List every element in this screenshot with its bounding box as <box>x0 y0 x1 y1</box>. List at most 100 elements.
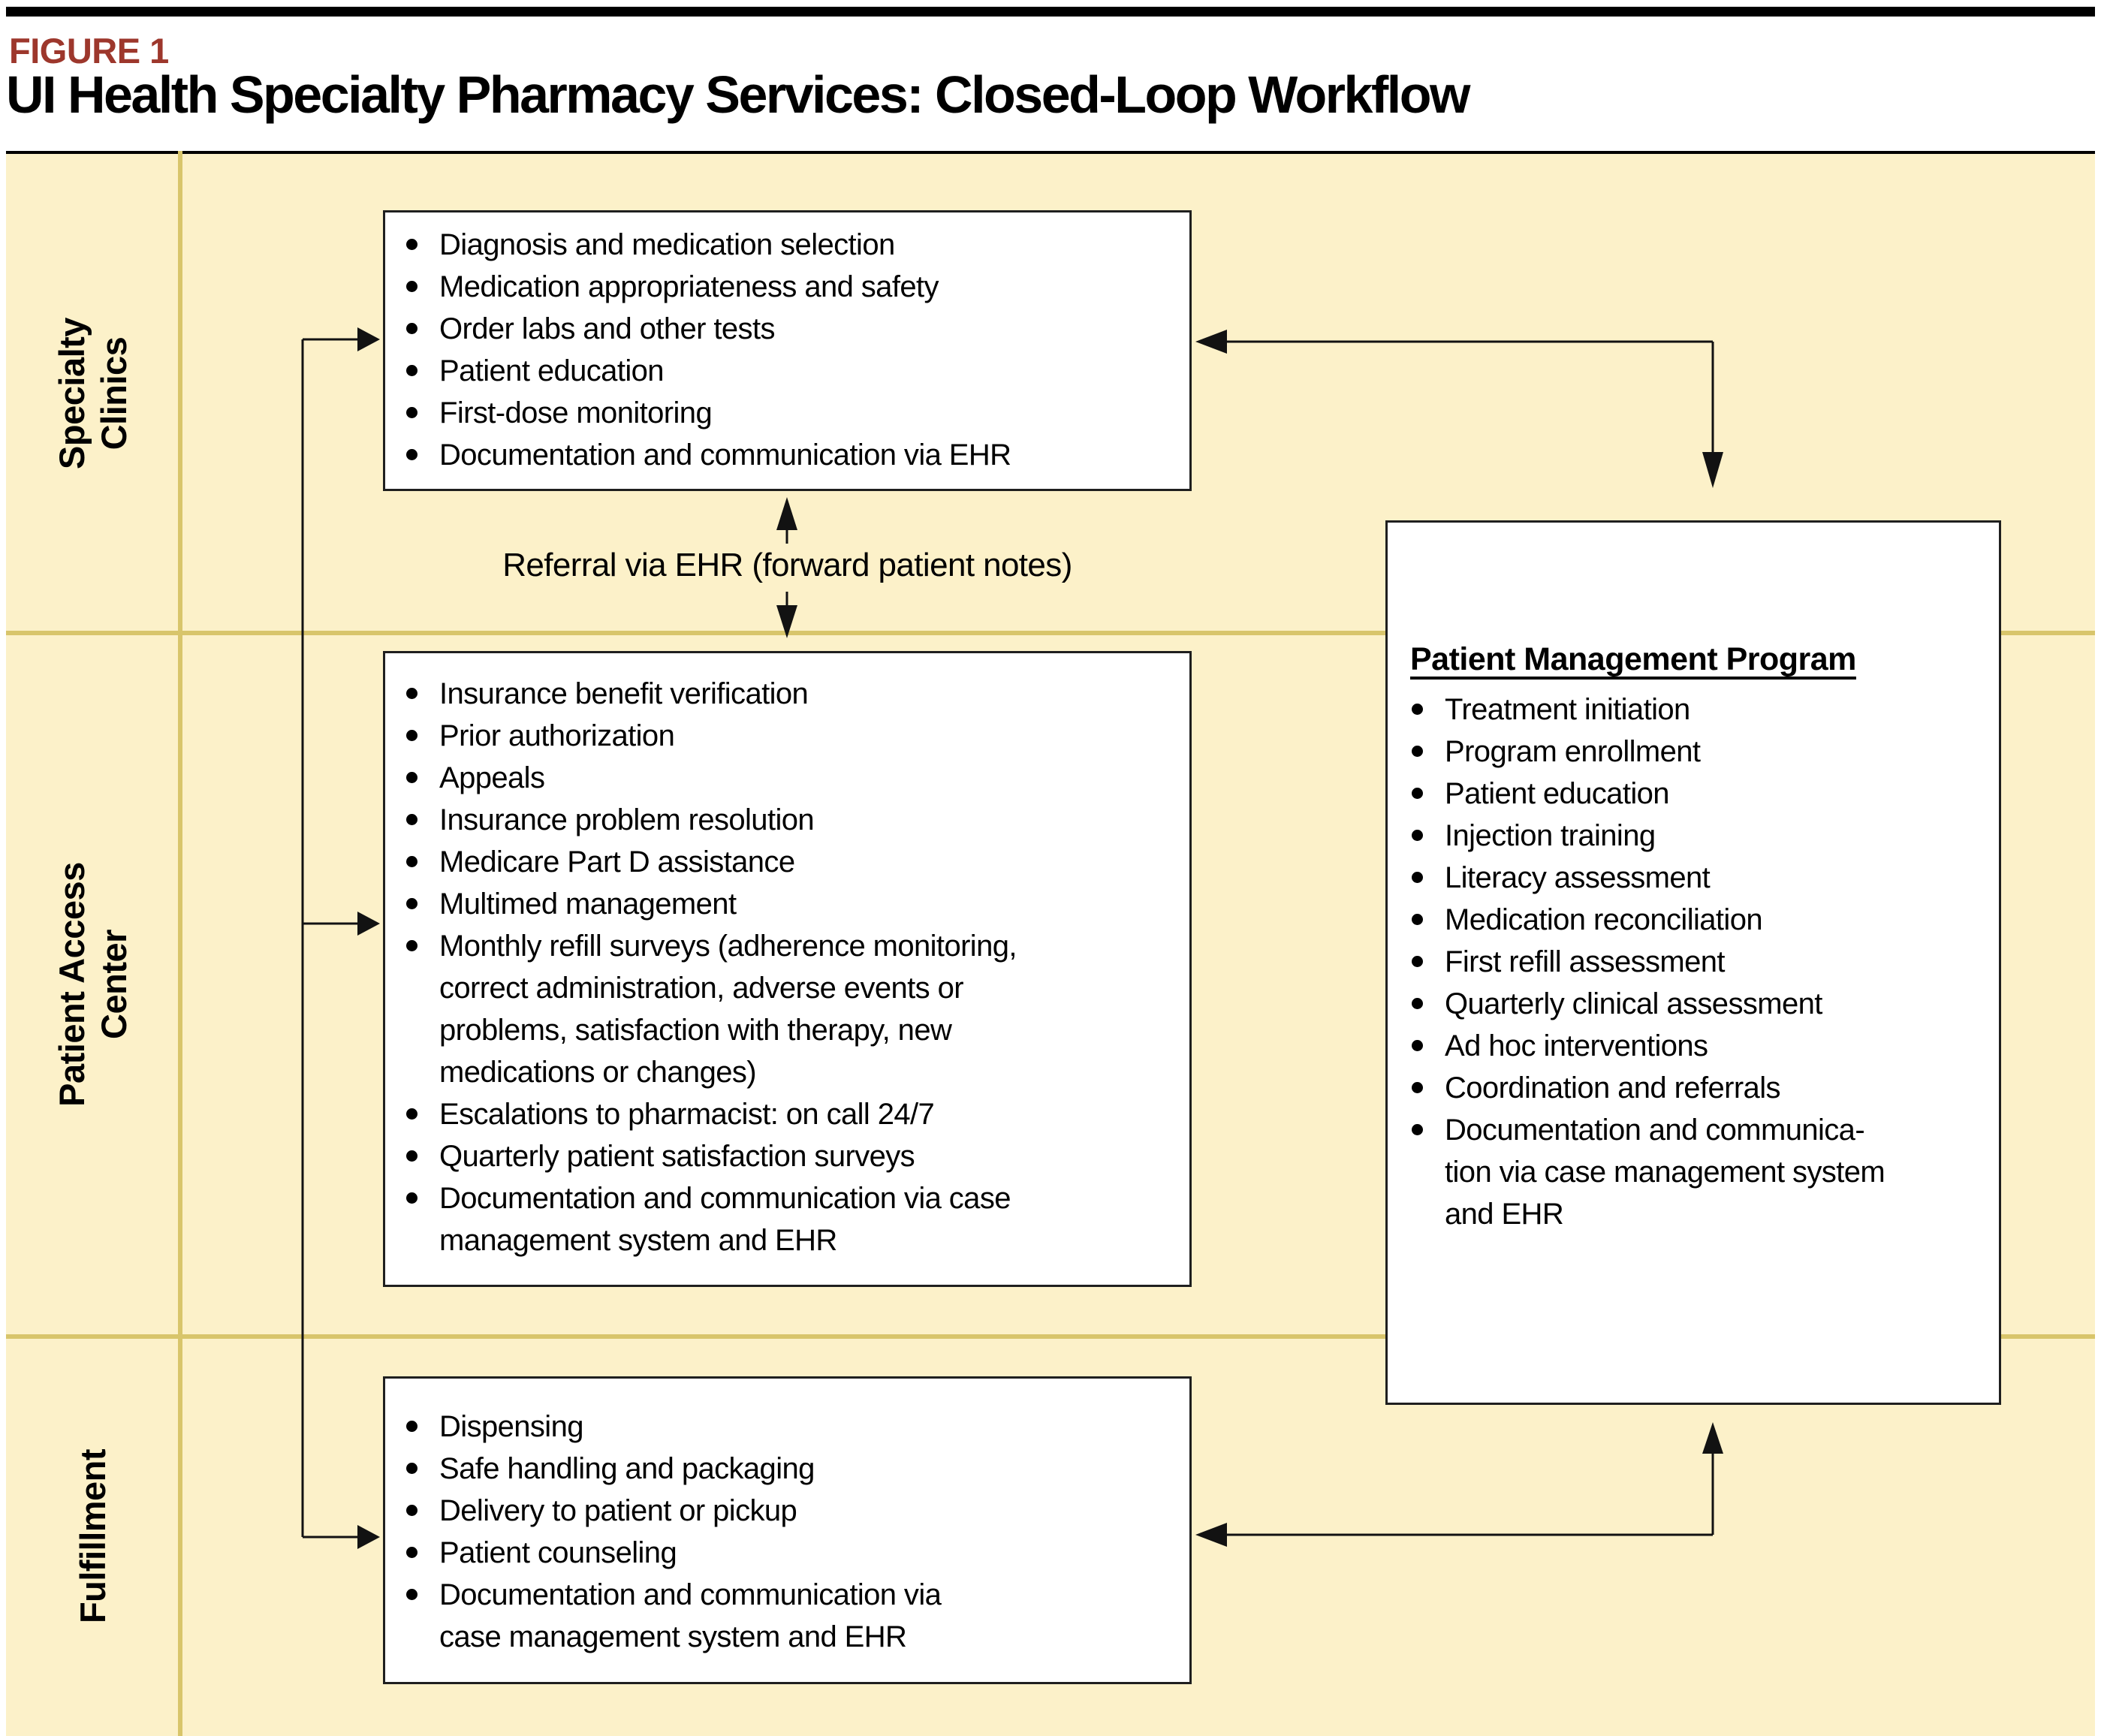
list-item: Patient education <box>1410 773 1987 815</box>
row-divider-specialty-access <box>6 631 2095 635</box>
list-item: Patient counseling <box>405 1532 1176 1574</box>
bullet-icon <box>1410 1109 1445 1235</box>
list-item-text: Dispensing <box>439 1410 584 1443</box>
figure-label: FIGURE 1 <box>9 31 169 71</box>
bullet-icon <box>405 757 439 799</box>
bullet-icon <box>1410 815 1445 857</box>
bullet-icon <box>405 1135 439 1177</box>
list-item: Medication appropriateness and safety <box>405 266 1176 308</box>
list-item-text: Monthly refill surveys (adherence monito… <box>439 930 1017 1089</box>
bullet-icon <box>405 1406 439 1448</box>
list-item-text: Order labs and other tests <box>439 312 775 345</box>
bullet-icon <box>1410 773 1445 815</box>
specialty-clinics-box: Diagnosis and medication selection Medic… <box>383 210 1192 491</box>
bullet-icon <box>1410 1067 1445 1109</box>
list-item: Multimed management <box>405 883 1176 925</box>
list-item: Order labs and other tests <box>405 308 1176 350</box>
bullet-icon <box>405 841 439 883</box>
list-item-text: Quarterly patient satisfaction surveys <box>439 1140 915 1173</box>
bullet-icon <box>405 883 439 925</box>
patient-management-program-heading: Patient Management Program <box>1410 641 1856 677</box>
list-item-text: Diagnosis and medication selection <box>439 228 895 261</box>
list-item: Documentation and communica- tion via ca… <box>1410 1109 1987 1235</box>
bullet-icon <box>1410 731 1445 773</box>
row-label-specialty-clinics: Specialty Clinics <box>52 318 134 469</box>
bullet-icon <box>1410 1025 1445 1067</box>
list-item: Safe handling and packaging <box>405 1448 1176 1490</box>
list-item: Injection training <box>1410 815 1987 857</box>
bullet-icon <box>405 266 439 308</box>
bullet-icon <box>405 925 439 1093</box>
list-item-text: Documentation and communication via EHR <box>439 439 1011 472</box>
label-column-divider <box>178 151 182 1736</box>
list-item: Coordination and referrals <box>1410 1067 1987 1109</box>
patient-access-center-list: Insurance benefit verification Prior aut… <box>405 673 1176 1261</box>
list-item-text: Program enrollment <box>1445 735 1701 768</box>
list-item: Escalations to pharmacist: on call 24/7 <box>405 1093 1176 1135</box>
list-item: Documentation and communication via case… <box>405 1177 1176 1261</box>
list-item-text: Safe handling and packaging <box>439 1452 815 1485</box>
bullet-icon <box>405 392 439 434</box>
bullet-icon <box>405 1093 439 1135</box>
bullet-icon <box>405 308 439 350</box>
list-item-text: Documentation and communication via case… <box>439 1578 942 1653</box>
list-item: Documentation and communication via EHR <box>405 434 1176 476</box>
row-label-fulfillment: Fulfillment <box>73 1448 113 1624</box>
list-item: Insurance benefit verification <box>405 673 1176 715</box>
list-item-text: Patient education <box>1445 777 1670 810</box>
list-item-text: Insurance problem resolution <box>439 803 815 836</box>
list-item-text: Medication reconciliation <box>1445 903 1763 936</box>
list-item: Insurance problem resolution <box>405 799 1176 841</box>
list-item-text: Treatment initiation <box>1445 693 1690 726</box>
list-item-text: Documentation and communication via case… <box>439 1182 1011 1257</box>
list-item: Patient education <box>405 350 1176 392</box>
list-item-text: Coordination and referrals <box>1445 1071 1780 1105</box>
list-item-text: Insurance benefit verification <box>439 677 809 710</box>
list-item-text: Prior authorization <box>439 719 675 752</box>
list-item: Appeals <box>405 757 1176 799</box>
list-item: Prior authorization <box>405 715 1176 757</box>
list-item: Quarterly clinical assessment <box>1410 983 1987 1025</box>
list-item: Medication reconciliation <box>1410 899 1987 941</box>
list-item-text: Ad hoc interventions <box>1445 1029 1708 1062</box>
list-item-text: Appeals <box>439 761 545 794</box>
list-item: Documentation and communication via case… <box>405 1574 1176 1658</box>
list-item-text: Patient education <box>439 354 665 387</box>
bullet-icon <box>405 224 439 266</box>
bullet-icon <box>1410 689 1445 731</box>
row-label-patient-access-center: Patient Access Center <box>52 862 134 1107</box>
list-item-text: Multimed management <box>439 888 737 921</box>
list-item: Literacy assessment <box>1410 857 1987 899</box>
list-item-text: Delivery to patient or pickup <box>439 1494 797 1527</box>
list-item-text: Escalations to pharmacist: on call 24/7 <box>439 1098 935 1131</box>
list-item: Ad hoc interventions <box>1410 1025 1987 1067</box>
patient-access-center-box: Insurance benefit verification Prior aut… <box>383 651 1192 1287</box>
referral-annotation: Referral via EHR (forward patient notes) <box>502 547 1072 583</box>
bullet-icon <box>405 673 439 715</box>
figure-title: UI Health Specialty Pharmacy Services: C… <box>6 65 1470 124</box>
list-item: Diagnosis and medication selection <box>405 224 1176 266</box>
fulfillment-box: Dispensing Safe handling and packaging D… <box>383 1376 1192 1684</box>
list-item-text: Documentation and communica- tion via ca… <box>1445 1114 1885 1231</box>
bullet-icon <box>405 1177 439 1261</box>
top-rule <box>6 7 2095 17</box>
list-item-text: Medication appropriateness and safety <box>439 270 939 303</box>
list-item: Treatment initiation <box>1410 689 1987 731</box>
bullet-icon <box>405 350 439 392</box>
list-item-text: Patient counseling <box>439 1536 677 1569</box>
bullet-icon <box>1410 899 1445 941</box>
bullet-icon <box>405 1532 439 1574</box>
list-item: Quarterly patient satisfaction surveys <box>405 1135 1176 1177</box>
list-item: First refill assessment <box>1410 941 1987 983</box>
patient-management-program-box: Patient Management Program Treatment ini… <box>1385 520 2001 1405</box>
list-item-text: First-dose monitoring <box>439 396 713 429</box>
specialty-clinics-list: Diagnosis and medication selection Medic… <box>405 224 1176 476</box>
list-item-text: Quarterly clinical assessment <box>1445 987 1822 1020</box>
bullet-icon <box>1410 857 1445 899</box>
row-divider-access-fulfillment <box>6 1334 2095 1339</box>
list-item-text: First refill assessment <box>1445 945 1726 978</box>
patient-management-program-list: Treatment initiation Program enrollment … <box>1410 689 1987 1235</box>
bullet-icon <box>405 799 439 841</box>
bullet-icon <box>1410 983 1445 1025</box>
